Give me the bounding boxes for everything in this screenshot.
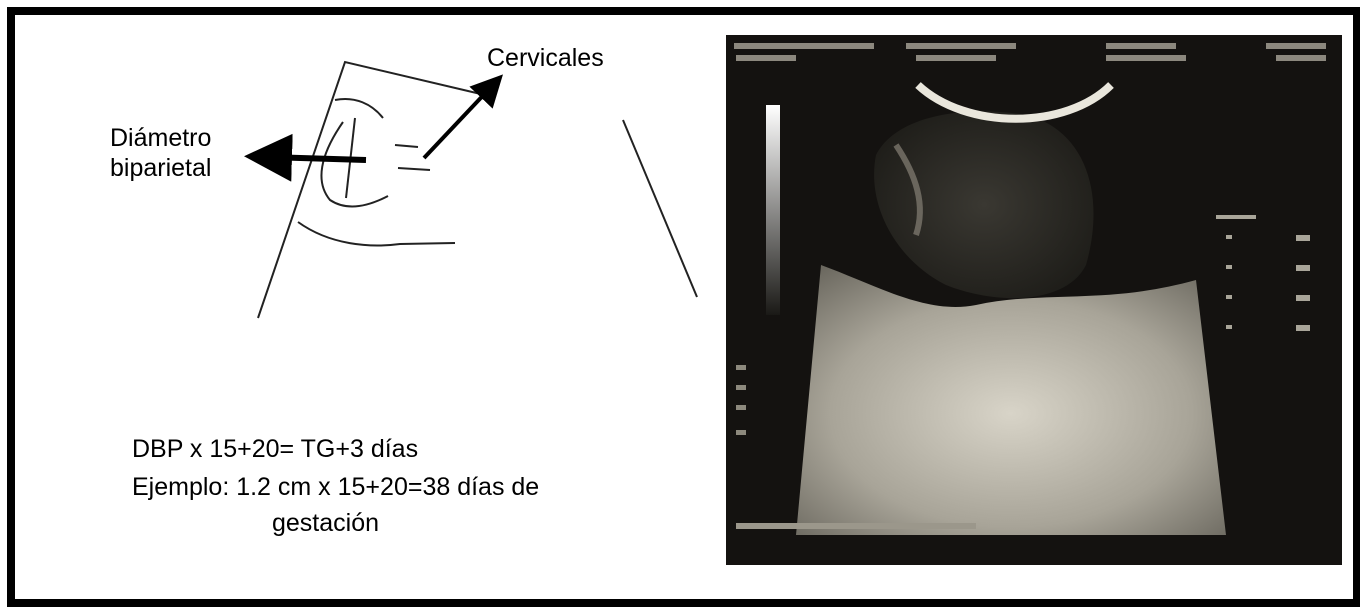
ultrasound-tissue: [796, 265, 1226, 535]
formula-line-3: gestación: [272, 508, 379, 538]
ultrasound-bottom-ruler: [736, 523, 976, 529]
label-diametro-biparietal: Diámetro biparietal: [110, 123, 211, 183]
biparietal-arrow: [268, 157, 366, 160]
cervicales-arrow: [424, 86, 492, 158]
ultrasound-image: [726, 35, 1342, 565]
formula-line-2: Ejemplo: 1.2 cm x 15+20=38 días de: [132, 472, 539, 502]
label-cervicales: Cervicales: [487, 43, 604, 73]
ultrasound-gray-scale-bar: [766, 105, 780, 315]
formula-line-1: DBP x 15+20= TG+3 días: [132, 434, 418, 464]
